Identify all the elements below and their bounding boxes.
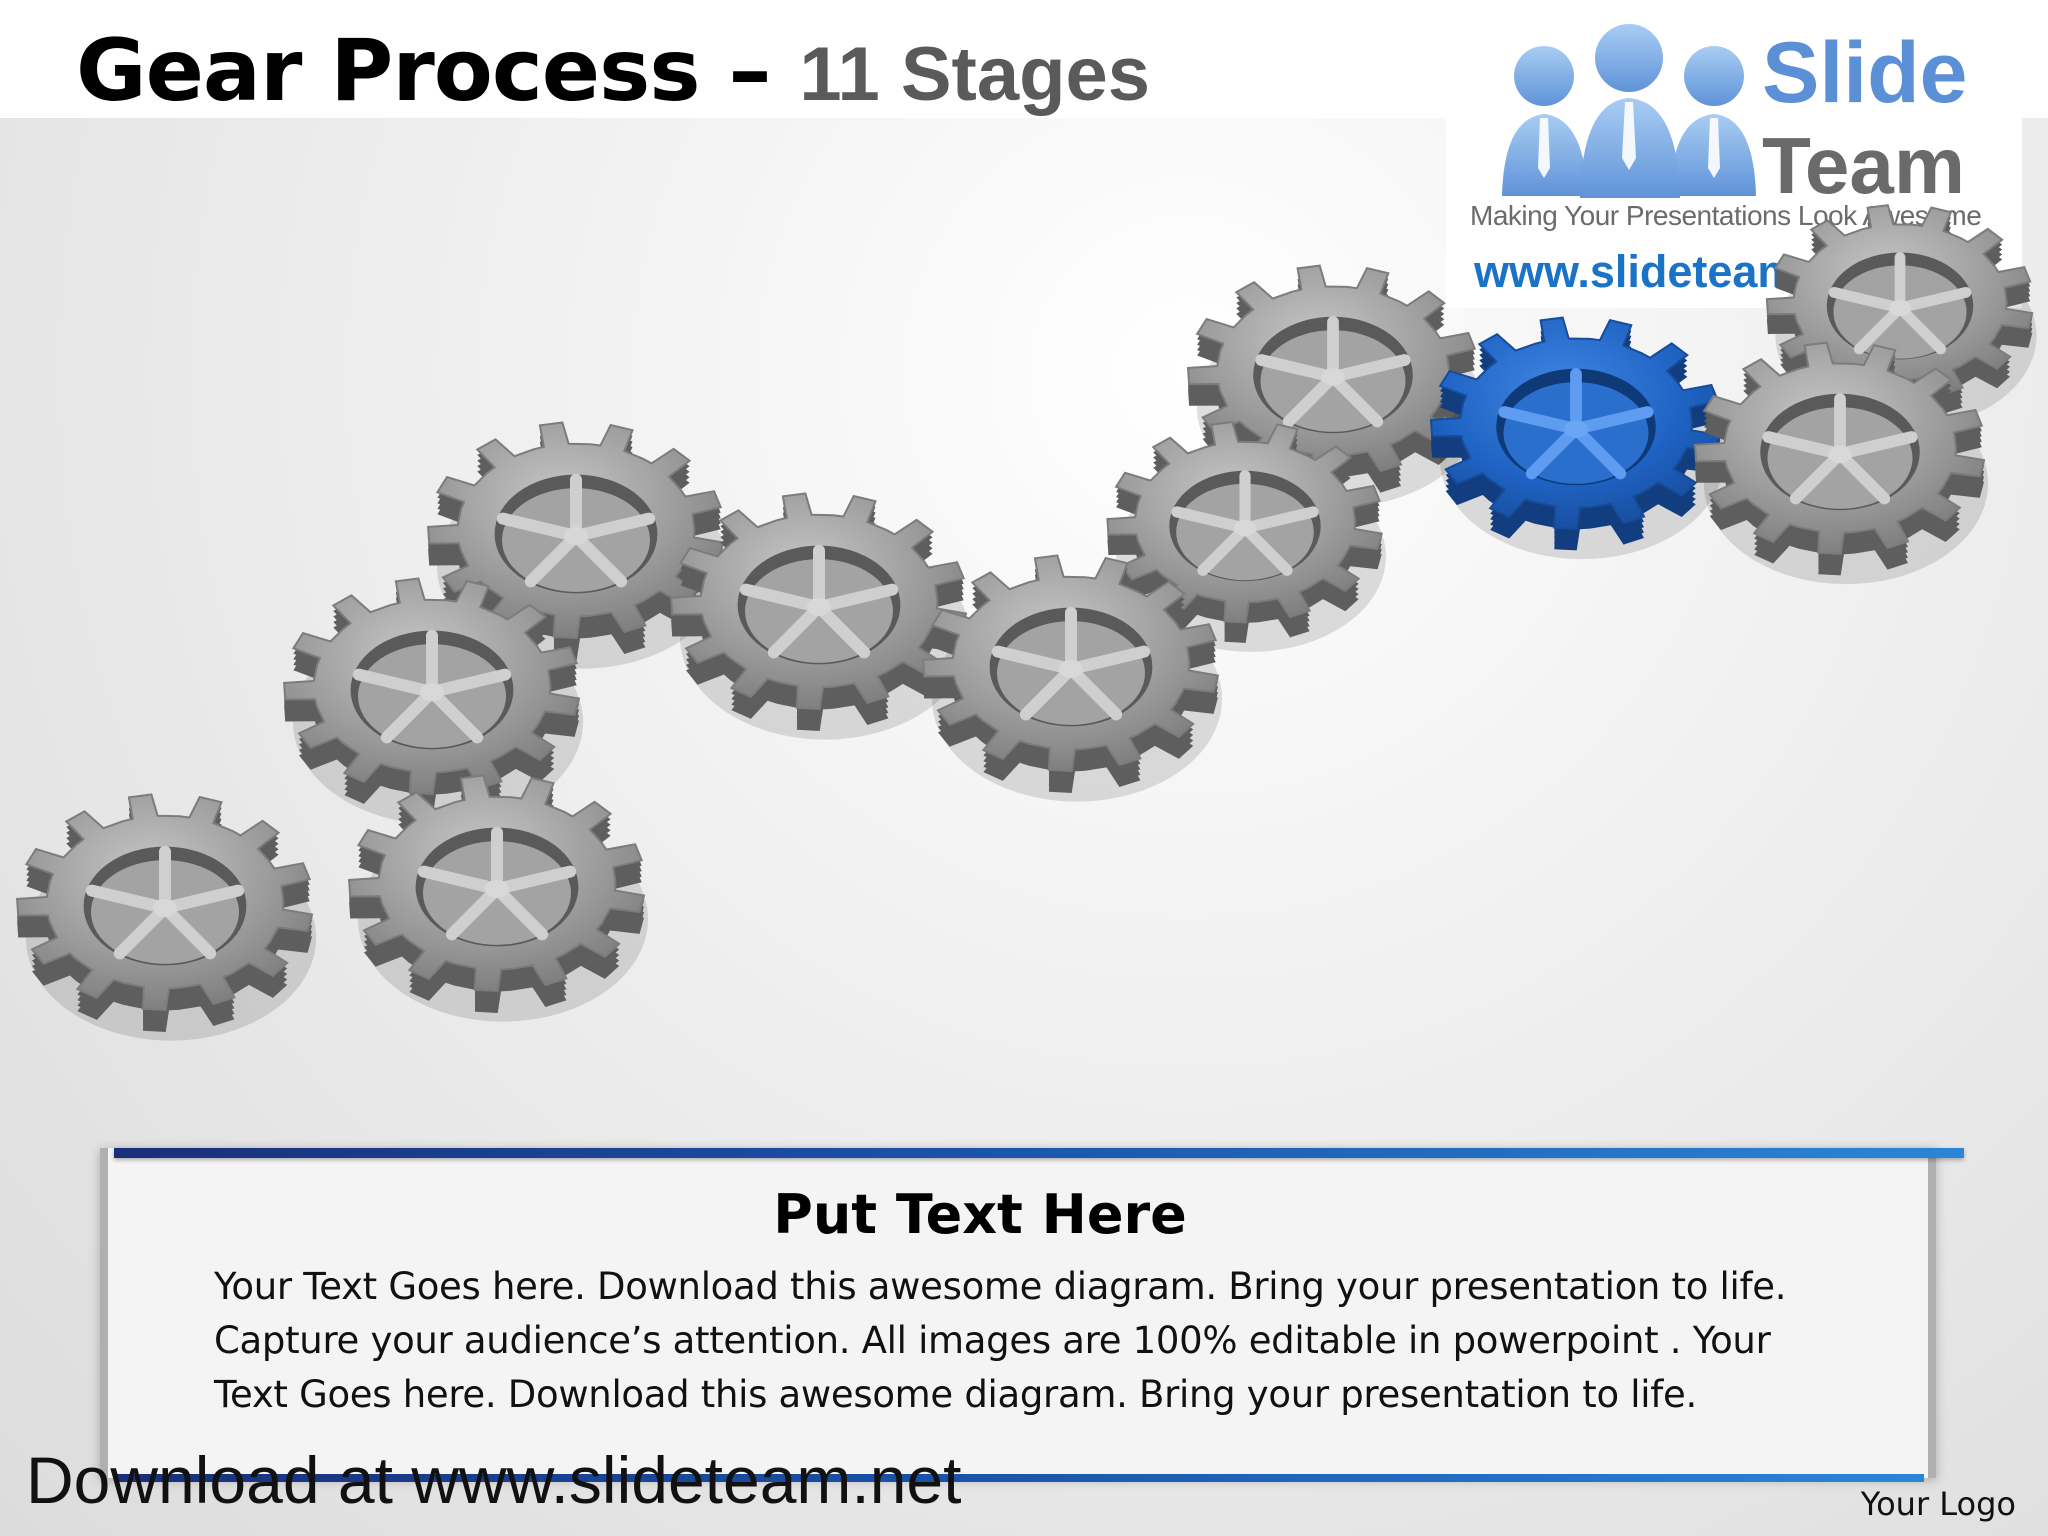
download-watermark: Download at www.slideteam.net [26,1443,962,1517]
gear-stage-4 [427,421,728,669]
panel-bottom-bar [114,1474,1924,1482]
title-subtitle: 11 Stages [799,32,1151,117]
text-panel [100,1148,1936,1478]
slide-title: Gear Process – 11 Stages [76,16,1150,130]
panel-text-line-1: Your Text Goes here. Download this aweso… [214,1265,1787,1308]
panel-text-line-2: Capture your audience’s attention. All i… [214,1319,1771,1362]
gear-stage-3 [283,577,584,825]
gear-stage-1 [16,793,317,1041]
gear-stage-2 [348,774,649,1022]
gear-stage-6 [922,554,1223,802]
gear-stage-10 [1693,341,1989,585]
panel-top-bar [114,1148,1964,1158]
logo-word-slide: Slide [1762,25,1968,121]
gear-stage-7 [1106,420,1386,652]
gear-stage-5 [670,492,971,740]
panel-text-line-3: Text Goes here. Download this awesome di… [214,1373,1697,1416]
slideteam-people-icon [1502,24,1756,198]
your-logo-placeholder: Your Logo [1860,1485,2016,1523]
logo-word-team: Team [1762,121,1966,210]
title-main: Gear Process – [76,21,800,121]
gear-stage-9 [1429,316,1725,560]
panel-heading: Put Text Here [773,1183,1187,1246]
